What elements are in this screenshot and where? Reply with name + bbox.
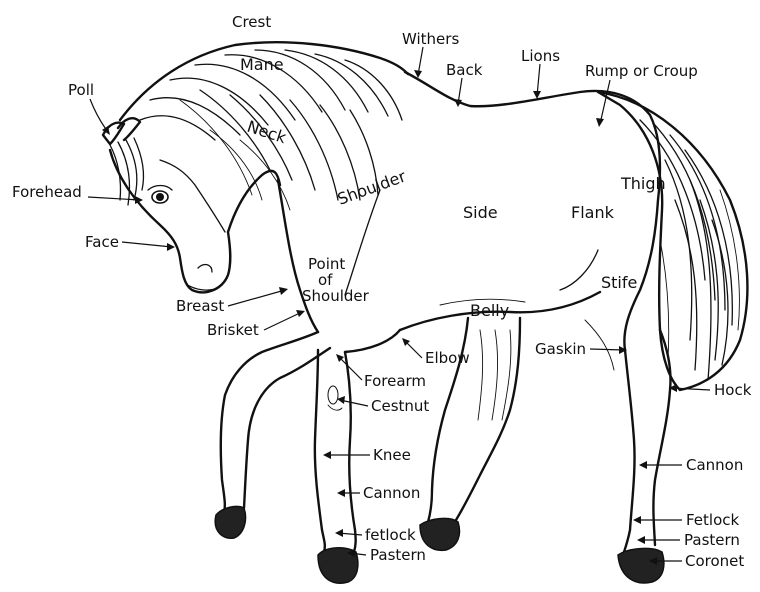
label-forearm: Forearm [364, 372, 426, 390]
label-coronet: Coronet [685, 552, 744, 570]
label-chestnut: Cestnut [371, 397, 429, 415]
tail [598, 92, 747, 390]
label-point-of-shoulder-3: Shoulder [302, 287, 370, 305]
label-back: Back [446, 61, 483, 79]
label-loins: Lions [521, 47, 560, 65]
label-stifle: Stife [601, 273, 637, 292]
label-brisket: Brisket [207, 321, 259, 339]
label-poll: Poll [68, 81, 94, 99]
label-cannon-front: Cannon [363, 484, 420, 502]
labels: Crest Mane Withers Back Lions Rump or Cr… [12, 13, 752, 570]
label-gaskin: Gaskin [535, 340, 586, 358]
label-shoulder: Shoulder [335, 166, 409, 208]
label-rump: Rump or Croup [585, 62, 698, 80]
label-fetlock-hind: Fetlock [686, 511, 740, 529]
label-fetlock-front: fetlock [365, 526, 416, 544]
label-crest: Crest [232, 13, 271, 31]
label-mane: Mane [240, 55, 284, 74]
label-thigh: Thigh [620, 174, 666, 193]
label-flank: Flank [571, 203, 615, 222]
label-forehead: Forehead [12, 183, 82, 201]
head [103, 118, 230, 292]
label-belly: Belly [470, 301, 509, 320]
label-withers: Withers [402, 30, 459, 48]
label-elbow: Elbow [425, 349, 470, 367]
label-pastern-hind: Pastern [684, 531, 740, 549]
label-cannon-hind: Cannon [686, 456, 743, 474]
label-knee: Knee [373, 446, 411, 464]
label-breast: Breast [176, 297, 224, 315]
label-side: Side [463, 203, 498, 222]
label-hock: Hock [714, 381, 752, 399]
label-pastern-front: Pastern [370, 546, 426, 564]
label-face: Face [85, 233, 119, 251]
